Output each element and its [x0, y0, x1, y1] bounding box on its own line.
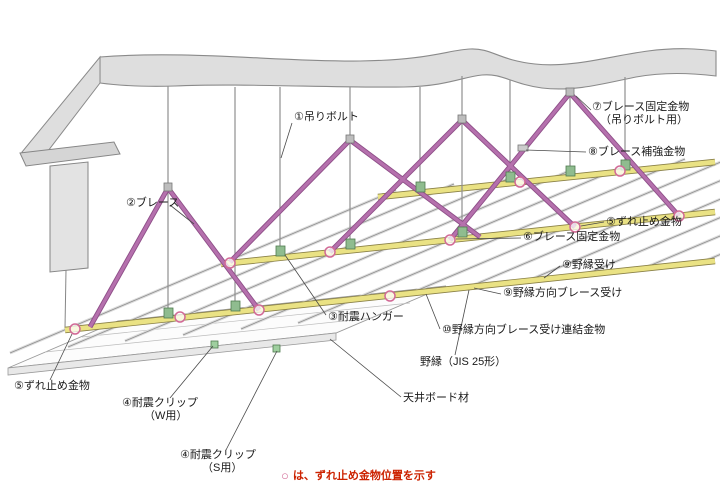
braces [87, 91, 681, 329]
legend: ○ は、ずれ止め金物位置を示す [281, 467, 436, 483]
label-joist-receiver: ⑨野縁受け [562, 259, 616, 271]
label-brace-fixing: ⑥ブレース固定金物 [523, 231, 621, 243]
brace-reinforcement-plate [517, 144, 529, 152]
label-ceiling-joist: 野縁（JIS 25形） [420, 356, 507, 368]
leader-lines [49, 95, 605, 451]
label-seismic-clip-s: ④耐震クリップ （S用） [180, 449, 256, 474]
seismic-clip-s [272, 344, 281, 353]
seismic-clip-w [210, 340, 219, 349]
label-slip-stopper-left: ⑤ずれ止め金物 [14, 380, 90, 392]
seismic-clips [210, 340, 281, 353]
label-brace: ②ブレース [126, 197, 180, 209]
label-seismic-hanger: ③耐震ハンガー [328, 311, 404, 323]
label-brace-reinforcement: ⑧ブレース補強金物 [588, 146, 686, 158]
left-column [19, 141, 121, 329]
label-hanging-bolt: ①吊りボルト [294, 111, 359, 123]
slab-structure [21, 48, 717, 165]
slip-marker-legend-icon: ○ [281, 467, 289, 483]
label-ceiling-board: 天井ボード材 [403, 392, 469, 404]
brace-apex-plates [163, 87, 575, 192]
hangers [163, 159, 631, 319]
label-joist-dir-brace-receiver: ⑨野縁方向ブレース受け [503, 287, 623, 299]
label-joist-dir-brace-receiver-connector: ⑩野縁方向ブレース受け連結金物 [442, 324, 606, 336]
legend-text: は、ずれ止め金物位置を示す [292, 470, 436, 482]
label-seismic-clip-w: ④耐震クリップ （W用） [122, 397, 198, 422]
hanging-bolts [167, 76, 626, 317]
label-brace-fixing-bolt: ⑦ブレース固定金物 （吊りボルト用） [592, 101, 690, 126]
slip-stopper-markers [69, 165, 685, 335]
label-slip-stopper-right: ⑤ずれ止め金物 [606, 216, 682, 228]
